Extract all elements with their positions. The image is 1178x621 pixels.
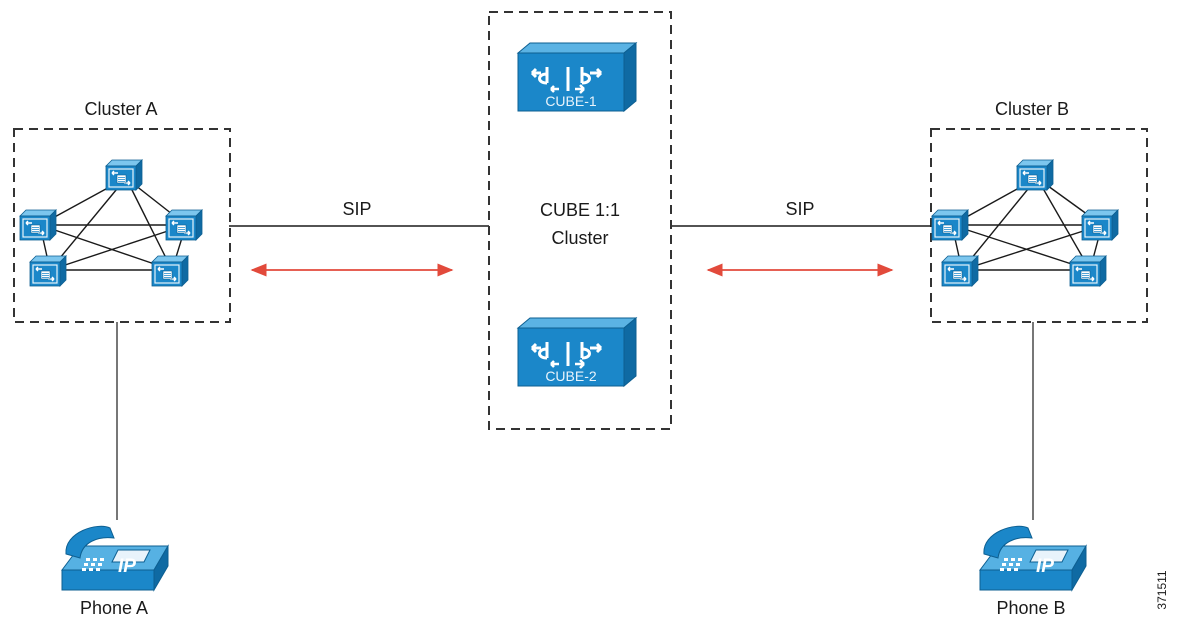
- phone-a-label: Phone A: [80, 598, 148, 618]
- cube-2-label: CUBE-2: [545, 368, 597, 384]
- svg-text:IP: IP: [118, 556, 136, 577]
- cube-cluster-boundary: [488, 11, 672, 430]
- cluster-a-label: Cluster A: [84, 99, 157, 119]
- cluster-b-server-icon: [1081, 209, 1119, 241]
- cluster-b-server-icon: [1016, 159, 1054, 191]
- svg-text:IP: IP: [1036, 556, 1054, 577]
- cube-cluster-label-line2: Cluster: [551, 228, 608, 248]
- cube-1-router: CUBE-1: [516, 41, 638, 113]
- ip-phone-icon: [979, 525, 1087, 591]
- cluster-a-server-icon: [165, 209, 203, 241]
- cluster-b-label: Cluster B: [995, 99, 1069, 119]
- cluster-b-server-icon: [1069, 255, 1107, 287]
- cluster-a-server-icon: [151, 255, 189, 287]
- cluster-a-server-icon: [19, 209, 57, 241]
- ip-phone-icon: [61, 525, 169, 591]
- sip-label-left: SIP: [342, 199, 371, 219]
- cluster-b-server-icon: [941, 255, 979, 287]
- cube-1-label: CUBE-1: [545, 93, 597, 109]
- cluster-b-server-icon: [931, 209, 969, 241]
- cluster-a-server-icon: [105, 159, 143, 191]
- phone-a: IP: [61, 525, 169, 591]
- phone-b: IP: [979, 525, 1087, 591]
- sip-label-right: SIP: [785, 199, 814, 219]
- cluster-a-boundary: [13, 128, 231, 323]
- phone-b-label: Phone B: [996, 598, 1065, 618]
- cube-cluster-label-line1: CUBE 1:1: [540, 200, 620, 220]
- cube-2-router: CUBE-2: [516, 316, 638, 388]
- figure-id: 371511: [1155, 570, 1169, 609]
- cluster-a-server-icon: [29, 255, 67, 287]
